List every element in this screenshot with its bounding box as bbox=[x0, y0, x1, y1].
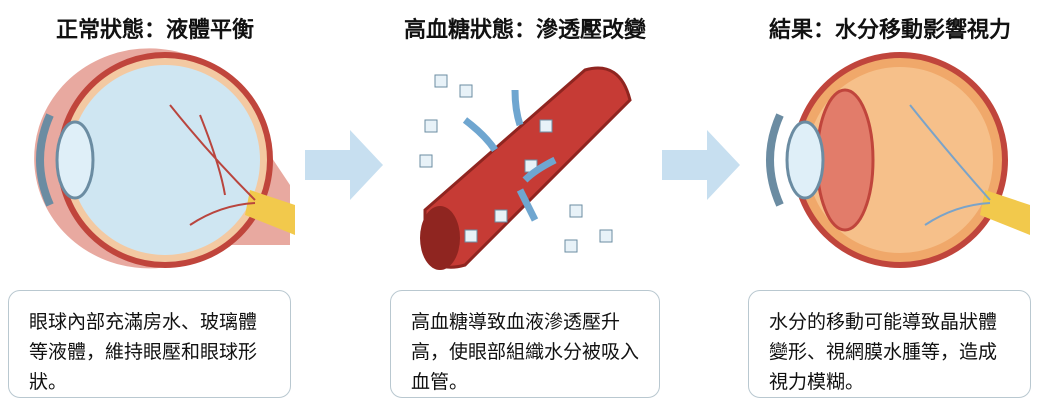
description-box-result: 水分的移動可能導致晶狀體變形、視網膜水腫等，造成視力模糊。 bbox=[748, 290, 1031, 398]
affected-eye-illustration bbox=[766, 52, 1030, 268]
panel-title-hyperglycemia: 高血糖狀態：滲透壓改變 bbox=[403, 18, 646, 43]
description-text: 水分的移動可能導致晶狀體變形、視網膜水腫等，造成視力模糊。 bbox=[769, 311, 998, 393]
panel-title-result: 結果：水分移動影響視力 bbox=[768, 18, 1011, 43]
normal-eye-illustration bbox=[34, 48, 295, 269]
arrow-right-icon bbox=[305, 130, 383, 200]
description-text: 高血糖導致血液滲透壓升高，使眼部組織水分被吸入血管。 bbox=[411, 311, 640, 393]
panel-title-normal: 正常狀態：液體平衡 bbox=[55, 18, 254, 43]
description-text: 眼球內部充滿房水、玻璃體等液體，維持眼壓和眼球形狀。 bbox=[29, 311, 258, 393]
arrow-right-icon bbox=[662, 130, 740, 200]
description-box-hyperglycemia: 高血糖導致血液滲透壓升高，使眼部組織水分被吸入血管。 bbox=[390, 290, 660, 398]
description-box-normal: 眼球內部充滿房水、玻璃體等液體，維持眼壓和眼球形狀。 bbox=[8, 290, 291, 398]
blood-vessel-illustration bbox=[419, 66, 632, 270]
